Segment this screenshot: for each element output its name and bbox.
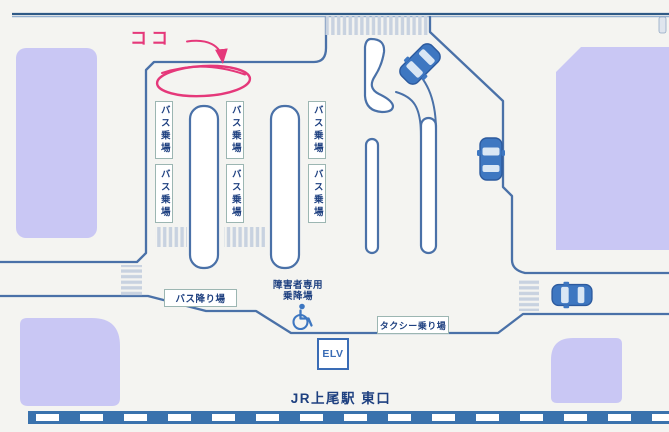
elevator-box: ELV [317, 338, 349, 370]
car-icon [551, 281, 593, 309]
plaza-outline-bottom [0, 294, 669, 335]
taxi-stand-sign: タクシー乗り場 [377, 316, 449, 334]
building-block-bottom-left [20, 318, 120, 406]
highlight-ellipse [155, 64, 252, 98]
crosswalk-left [121, 265, 142, 296]
bus-boarding-sign: バス乗場 [226, 101, 244, 159]
building-block-top-left [16, 48, 97, 238]
disabled-boarding-label-line2: 乗降場 [282, 291, 313, 303]
disabled-boarding-label: 障害者専用 乗降場 [265, 280, 331, 303]
teardrop-island [363, 37, 395, 114]
bus-boarding-sign: バス乗場 [308, 101, 326, 159]
crosswalk-fragment-top-right [658, 16, 667, 34]
lane-curve-inner [395, 91, 422, 137]
bus-boarding-sign: バス乗場 [155, 101, 173, 159]
highlight-ellipse-overstroke [161, 65, 246, 76]
wheelchair-icon [292, 303, 313, 331]
bus-boarding-sign: バス乗場 [308, 164, 326, 223]
callout-arrow-icon [186, 39, 228, 64]
disabled-boarding-label-line1: 障害者専用 [272, 280, 323, 291]
plaza-outline-right [428, 15, 669, 275]
car-icon [476, 137, 506, 181]
here-callout-label: ココ [130, 29, 172, 48]
bus-island-2 [269, 104, 301, 270]
station-name-label: JR上尾駅 東口 [290, 391, 392, 406]
bus-boarding-sign: バス乗場 [226, 164, 244, 223]
queue-stripes-1 [155, 227, 187, 247]
bus-boarding-sign: バス乗場 [155, 164, 173, 223]
bus-island-4 [419, 116, 438, 255]
plaza-outline-left [0, 15, 328, 264]
bus-island-3 [364, 137, 380, 255]
building-block-top-right [556, 47, 669, 250]
crosswalk-top [325, 16, 428, 35]
building-block-bottom-right [551, 338, 622, 403]
car-icon [394, 38, 446, 90]
crosswalk-right [519, 279, 539, 311]
bus-alighting-sign: バス降り場 [164, 289, 237, 307]
bus-island-1 [188, 104, 220, 270]
queue-stripes-2 [224, 227, 265, 247]
